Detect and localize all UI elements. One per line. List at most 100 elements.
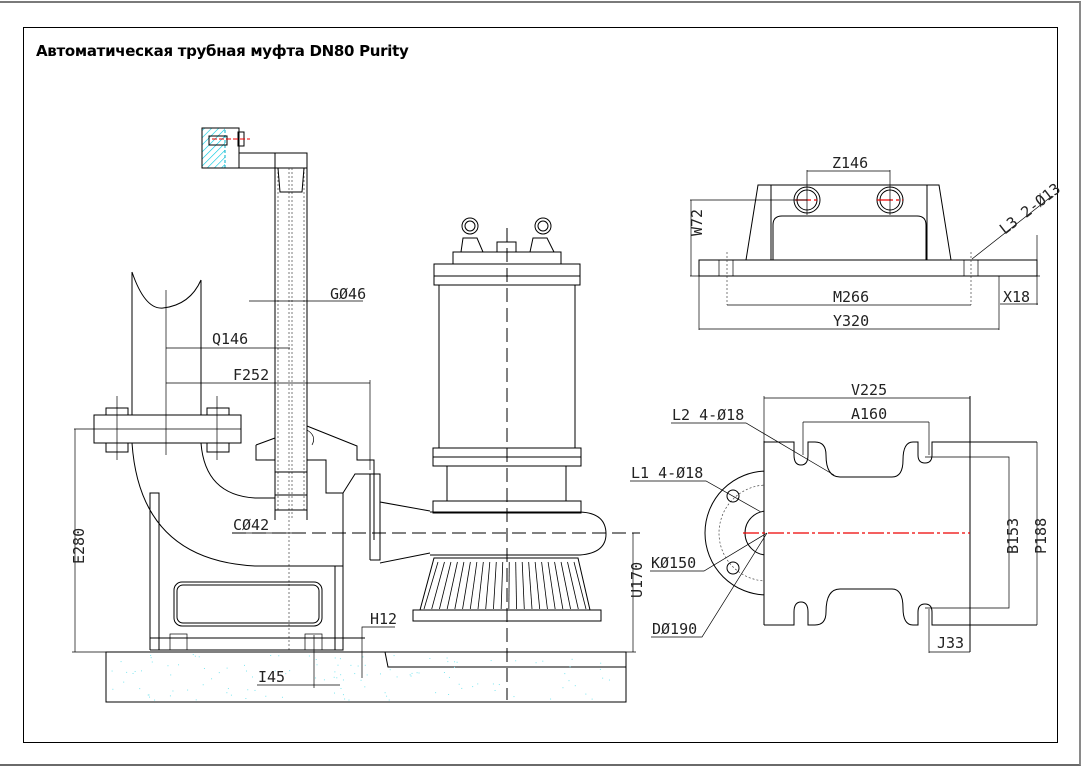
concrete-speckle (147, 694, 149, 696)
concrete-speckle (454, 666, 456, 668)
concrete-speckle (198, 656, 200, 658)
concrete-speckle (429, 657, 431, 659)
concrete-speckle (448, 694, 450, 696)
dim-w: W72 (688, 209, 706, 236)
concrete-speckle (150, 657, 152, 659)
impeller-fin (534, 561, 541, 610)
concrete-speckle (608, 679, 610, 681)
dim-x: X18 (1003, 288, 1030, 306)
concrete-speckle (550, 698, 552, 700)
dim-z: Z146 (832, 154, 868, 172)
concrete-speckle (334, 657, 336, 659)
concrete-speckle (218, 672, 220, 674)
concrete-speckle (308, 655, 310, 657)
impeller-fin (500, 561, 504, 610)
concrete-speckle (574, 685, 576, 687)
concrete-speckle (194, 655, 196, 657)
concrete-speckle (112, 688, 114, 690)
concrete-speckle (366, 674, 368, 676)
concrete-speckle (150, 654, 152, 656)
dim-j: J33 (937, 634, 964, 652)
concrete-speckle (542, 660, 544, 662)
concrete-speckle (139, 688, 141, 690)
concrete-speckle (409, 674, 411, 676)
concrete-speckle (141, 670, 143, 672)
concrete-speckle (289, 670, 291, 672)
concrete-speckle (535, 662, 537, 664)
concrete-speckle (315, 677, 317, 679)
concrete-speckle (265, 695, 267, 697)
concrete-speckle (458, 683, 460, 685)
concrete-speckle (340, 687, 342, 689)
concrete-speckle (151, 661, 153, 663)
concrete-speckle (456, 661, 458, 663)
concrete-speckle (435, 692, 437, 694)
concrete-speckle (315, 659, 317, 661)
concrete-speckle (447, 661, 449, 663)
concrete-speckle (362, 656, 364, 658)
pipe-flange (74, 396, 242, 460)
concrete-speckle (337, 664, 339, 666)
concrete-speckle (169, 695, 171, 697)
concrete-speckle (443, 672, 445, 674)
concrete-speckle (123, 681, 125, 683)
impeller-fin (541, 561, 548, 610)
concrete-speckle (490, 660, 492, 662)
concrete-speckle (251, 676, 253, 678)
guide-rail-bracket (201, 127, 308, 169)
concrete-speckle (354, 673, 356, 675)
concrete-speckle (384, 692, 386, 694)
concrete-speckle (148, 694, 150, 696)
dim-c: CØ42 (233, 516, 269, 534)
concrete-speckle (494, 689, 496, 691)
concrete-speckle (602, 677, 604, 679)
concrete-speckle (448, 676, 450, 678)
concrete-speckle (568, 680, 570, 682)
concrete-speckle (364, 686, 366, 688)
concrete-speckle (227, 688, 229, 690)
concrete-speckle (564, 673, 566, 675)
front-view-coupling: Z146 W72 L3 2-Ø13 M266 Y320 X18 (688, 154, 1064, 330)
concrete-speckle (339, 658, 341, 660)
dim-v: V225 (851, 381, 887, 399)
concrete-speckle (134, 670, 136, 672)
concrete-speckle (569, 666, 571, 668)
concrete-speckle (316, 664, 318, 666)
concrete-speckle (230, 694, 232, 696)
concrete-speckle (285, 673, 287, 675)
concrete-speckle (336, 677, 338, 679)
impeller-fin (560, 561, 571, 610)
concrete-speckle (364, 664, 366, 666)
dim-b: B153 (1004, 518, 1022, 554)
dim-e: E280 (70, 528, 88, 564)
coupling-body (131, 425, 431, 651)
impeller-fin (439, 561, 452, 610)
impeller-fin (423, 561, 439, 610)
impeller-fin (573, 561, 587, 610)
dim-p: P188 (1032, 518, 1050, 554)
impeller-fin (521, 561, 525, 610)
concrete-speckle (247, 689, 249, 691)
concrete-speckle (333, 676, 335, 678)
guide-pipe (274, 167, 308, 700)
impeller-fin (462, 561, 471, 610)
dim-u: U170 (628, 562, 646, 598)
concrete-speckle (178, 664, 180, 666)
concrete-speckle (211, 678, 213, 680)
concrete-speckle (254, 689, 256, 691)
concrete-speckle (599, 668, 601, 670)
drawing-title: Автоматическая трубная муфта DN80 Purity (36, 42, 409, 60)
concrete-speckle (513, 696, 515, 698)
concrete-speckle (498, 684, 500, 686)
concrete-speckle (192, 654, 194, 656)
concrete-speckle (571, 658, 573, 660)
dim-q: Q146 (212, 330, 248, 348)
impeller-fin (554, 561, 564, 610)
concrete-speckle (334, 671, 336, 673)
concrete-speckle (340, 674, 342, 676)
dim-k: KØ150 (651, 554, 696, 572)
concrete-speckle (562, 687, 564, 689)
concrete-speckle (226, 667, 228, 669)
concrete-speckle (245, 697, 247, 699)
